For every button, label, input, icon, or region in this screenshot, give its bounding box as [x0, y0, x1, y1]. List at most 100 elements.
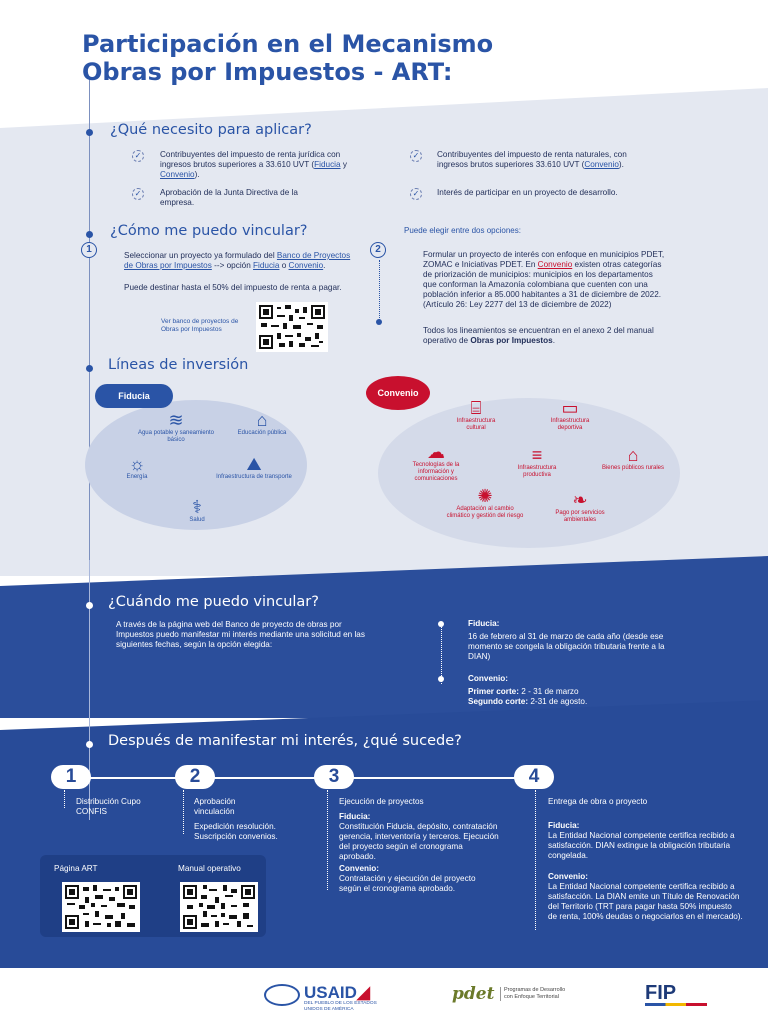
timeline-line-light	[89, 560, 90, 820]
school-icon: ⌂	[256, 410, 268, 430]
pdet-logo: pdet	[452, 984, 495, 1004]
climate-icon: ✺	[477, 486, 493, 506]
fiducia-pill: Fiducia	[95, 384, 173, 408]
usaid-logo: USAID◢	[304, 983, 370, 1002]
convenio-link[interactable]: Convenio	[288, 261, 324, 270]
fiducia-circle	[85, 400, 307, 530]
dotted-line	[379, 260, 380, 324]
option-number-2: 2	[370, 242, 386, 258]
step-3-convenio-text: Contratación y ejecución del proyecto se…	[339, 874, 476, 893]
step-2-sub: Expedición resolución. Suscripción conve…	[194, 822, 278, 841]
qr-caption: Ver banco de proyectos de Obras por Impu…	[161, 318, 239, 333]
options-label: Puede elegir entre dos opciones:	[404, 226, 521, 235]
dotted-line	[327, 790, 328, 890]
step-4-convenio-text: La Entidad Nacional competente certifica…	[548, 882, 743, 921]
health-icon: ⚕	[192, 497, 202, 517]
requirement-4: Interés de participar en un proyecto de …	[437, 188, 618, 197]
fiducia-link[interactable]: Fiducia	[314, 160, 341, 169]
crops-icon: ≡	[531, 445, 543, 465]
background-band-blue	[0, 556, 768, 718]
dot	[376, 319, 382, 325]
field-icon: ▭	[561, 398, 579, 418]
section-heading-aplicar: ¿Qué necesito para aplicar?	[110, 122, 312, 138]
dotted-line	[535, 790, 536, 930]
cuando-convenio-label: Convenio:	[468, 674, 509, 683]
cloud-network-icon: ☁	[427, 442, 445, 462]
convenio-link[interactable]: Convenio	[584, 160, 619, 169]
step-1-title: Distribución Cupo CONFIS	[76, 797, 141, 816]
timeline-dot	[86, 741, 93, 748]
convenio-link[interactable]: Convenio	[537, 260, 573, 269]
step-number-1: 1	[51, 765, 91, 789]
fip-logo: FIP	[645, 982, 677, 1004]
cuando-intro: A través de la página web del Banco de p…	[116, 620, 365, 649]
fiducia-item-agua: ≋Agua potable y saneamiento básico	[137, 410, 215, 443]
banco-proyectos-link[interactable]: Banco de Proyectos de Obras por Impuesto…	[124, 251, 351, 270]
step-3-fiducia-text: Constitución Fiducia, depósito, contrata…	[339, 822, 499, 861]
convenio-item-cultural: ⌸Infraestructura cultural	[447, 398, 505, 432]
water-hand-icon: ≋	[168, 410, 184, 430]
building-icon: ⌸	[470, 398, 482, 418]
step-number-3: 3	[314, 765, 354, 789]
section-heading-vincular: ¿Cómo me puedo vincular?	[110, 223, 308, 239]
step-4-fiducia-label: Fiducia:	[548, 821, 580, 830]
convenio-item-productiva: ≡Infraestructura productiva	[504, 445, 570, 479]
convenio-circle	[378, 398, 680, 548]
check-icon: ✓	[410, 188, 422, 200]
step-4-fiducia-text: La Entidad Nacional competente certifica…	[548, 831, 735, 860]
qr-label-manual: Manual operativo	[178, 864, 241, 873]
timeline-dot	[86, 129, 93, 136]
step-4-title: Entrega de obra o proyecto	[548, 797, 648, 806]
step-3-convenio-label: Convenio:	[339, 864, 380, 873]
convenio-item-adaptacion: ✺Adaptación al cambio climático y gestió…	[446, 486, 524, 519]
requirement-1: Contribuyentes del impuesto de renta jur…	[160, 150, 347, 179]
qr-code-manual-operativo[interactable]	[180, 882, 258, 932]
fiducia-item-transporte: ⛰Infraestructura de transporte	[214, 454, 294, 481]
dotted-line	[441, 624, 442, 684]
convenio-item-rurales: ⌂Bienes públicos rurales	[598, 445, 668, 472]
convenio-link[interactable]: Convenio	[160, 170, 195, 179]
solar-icon: ☼	[128, 454, 146, 474]
dotted-line	[64, 790, 65, 808]
cuando-fiducia-label: Fiducia:	[468, 619, 500, 628]
step-3-title: Ejecución de proyectos	[339, 797, 424, 806]
usaid-tagline: DEL PUEBLO DE LOS ESTADOS UNIDOS DE AMÉR…	[304, 1001, 377, 1012]
footer	[0, 968, 768, 1024]
section-heading-despues: Después de manifestar mi interés, ¿qué s…	[108, 733, 462, 749]
check-icon: ✓	[132, 188, 144, 200]
qr-code-banco[interactable]	[256, 302, 328, 352]
convenio-item-ambientales: ❧Pago por servicios ambientales	[540, 490, 620, 524]
fiducia-link[interactable]: Fiducia	[253, 261, 280, 270]
option-2-note: Todos los lineamientos se encuentran en …	[423, 326, 654, 345]
option-1-note: Puede destinar hasta el 50% del impuesto…	[124, 283, 342, 292]
fiducia-item-salud: ⚕Salud	[175, 497, 219, 524]
cuando-fiducia-text: 16 de febrero al 31 de marzo de cada año…	[468, 632, 665, 661]
check-icon: ✓	[410, 150, 422, 162]
section-heading-lineas: Líneas de inversión	[108, 357, 249, 373]
step-4-convenio-label: Convenio:	[548, 872, 589, 881]
step-number-4: 4	[514, 765, 554, 789]
qr-label-pagina-art: Página ART	[54, 864, 98, 873]
dotted-line	[183, 790, 184, 834]
timeline-dot	[86, 231, 93, 238]
dot	[438, 621, 444, 627]
corte-2: Segundo corte: 2-31 de agosto.	[468, 697, 588, 706]
dot	[438, 676, 444, 682]
leaf-icon: ❧	[572, 490, 588, 510]
convenio-item-tic: ☁Tecnologías de la información y comunic…	[398, 442, 474, 483]
steps-timeline	[80, 777, 520, 779]
barn-icon: ⌂	[627, 445, 639, 465]
fip-logo-bar	[645, 1003, 707, 1006]
qr-code-pagina-art[interactable]	[62, 882, 140, 932]
step-3-fiducia-label: Fiducia:	[339, 812, 371, 821]
check-icon: ✓	[132, 150, 144, 162]
convenio-pill: Convenio	[366, 376, 430, 410]
option-1-text: Seleccionar un proyecto ya formulado del…	[124, 251, 351, 270]
usaid-seal-icon	[264, 984, 300, 1006]
requirement-2: Contribuyentes del impuesto de renta nat…	[437, 150, 627, 169]
convenio-item-deportiva: ▭Infraestructura deportiva	[538, 398, 602, 432]
road-icon: ⛰	[246, 454, 262, 474]
timeline-dot	[86, 365, 93, 372]
step-number-2: 2	[175, 765, 215, 789]
